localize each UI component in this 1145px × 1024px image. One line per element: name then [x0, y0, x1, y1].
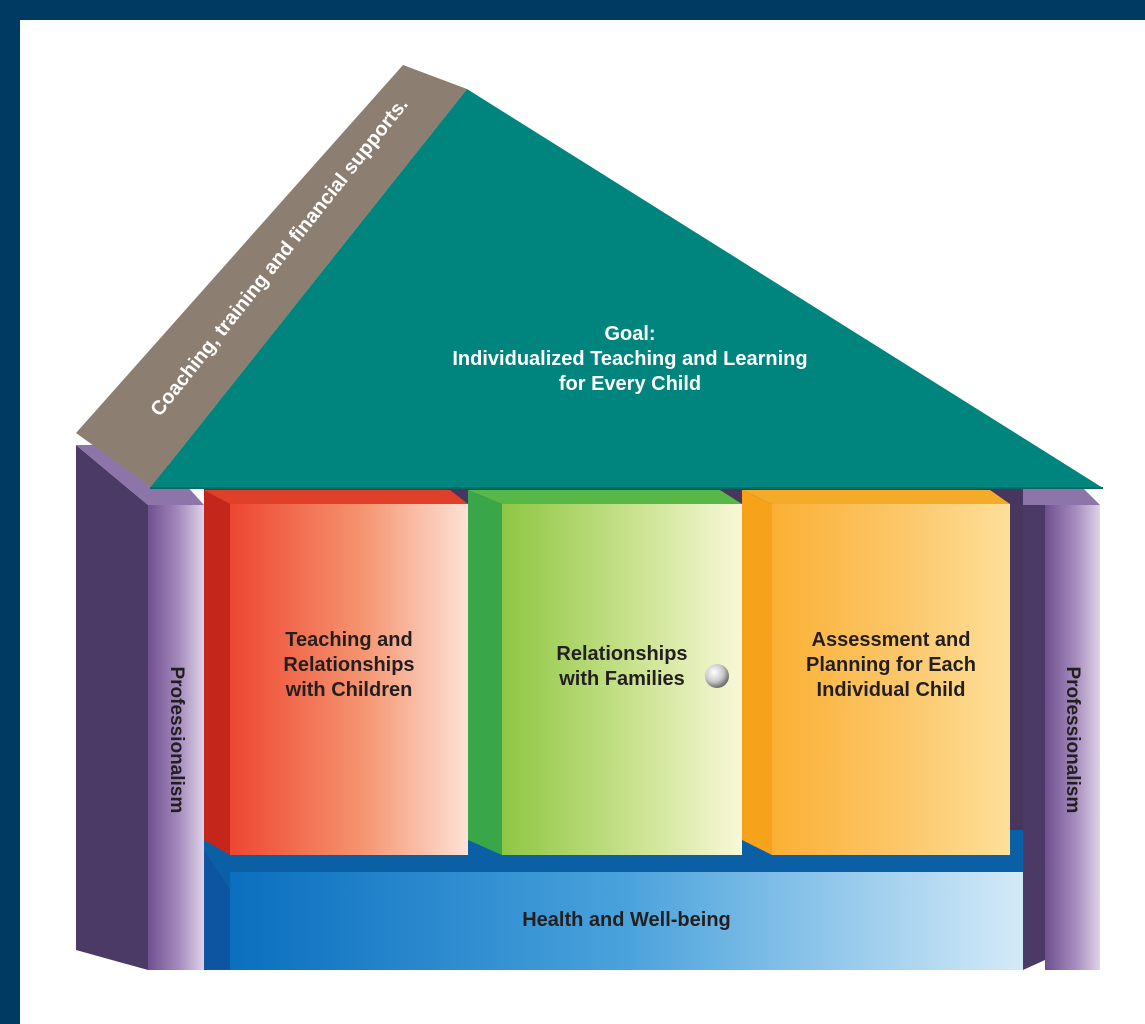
right-wall-back	[986, 485, 1045, 970]
pillar-green-top	[468, 490, 742, 504]
pillar-families-line-1: Relationships	[556, 643, 688, 665]
house-illustration	[76, 65, 1103, 970]
house-diagram: Coaching, training and financial support…	[20, 20, 1145, 1024]
pillar-red-top	[204, 490, 468, 504]
pillar-yellow-side	[742, 490, 772, 855]
pillar-red-side	[204, 490, 230, 855]
pillar-yellow-top	[742, 490, 1010, 504]
left-professionalism-label: Professionalism	[165, 666, 187, 814]
pillar-families-line-2: with Families	[559, 668, 685, 690]
goal-line-1: Goal:	[604, 323, 656, 345]
left-wall-side	[76, 445, 148, 970]
pillar-assessment-line-1: Assessment and	[811, 629, 971, 651]
pillar-red-front	[230, 504, 468, 855]
pillar-green-side	[468, 490, 502, 855]
pillar-teaching-line-2: Relationships	[283, 654, 415, 676]
right-professionalism-label: Professionalism	[1061, 666, 1083, 814]
pillar-assessment-label: Assessment and Planning for Each Individ…	[772, 628, 1010, 703]
pillar-teaching-label: Teaching and Relationships with Children	[230, 628, 468, 703]
foundation-side	[204, 850, 230, 970]
goal-line-2: Individualized Teaching and Learning	[452, 348, 808, 370]
pillar-teaching-line-3: with Children	[285, 679, 413, 701]
roof-goal-triangle	[150, 89, 1103, 488]
goal-title: Goal: Individualized Teaching and Learni…	[400, 322, 860, 397]
pillar-assessment-line-3: Individual Child	[816, 679, 966, 701]
pillar-families-label: Relationships with Families	[502, 642, 742, 692]
roof-supports-band	[76, 65, 467, 490]
pillar-green-front	[502, 504, 742, 855]
pillar-yellow-front	[772, 504, 1010, 855]
left-professionalism-column	[148, 505, 204, 970]
pillar-assessment-line-2: Planning for Each	[805, 654, 977, 676]
foundation-label: Health and Well-being	[522, 909, 731, 931]
foundation-front	[230, 872, 1023, 970]
pearl-icon	[705, 664, 729, 688]
goal-line-3: for Every Child	[558, 373, 702, 395]
right-professionalism-column	[1045, 505, 1100, 970]
pillar-teaching-line-1: Teaching and	[285, 629, 413, 651]
